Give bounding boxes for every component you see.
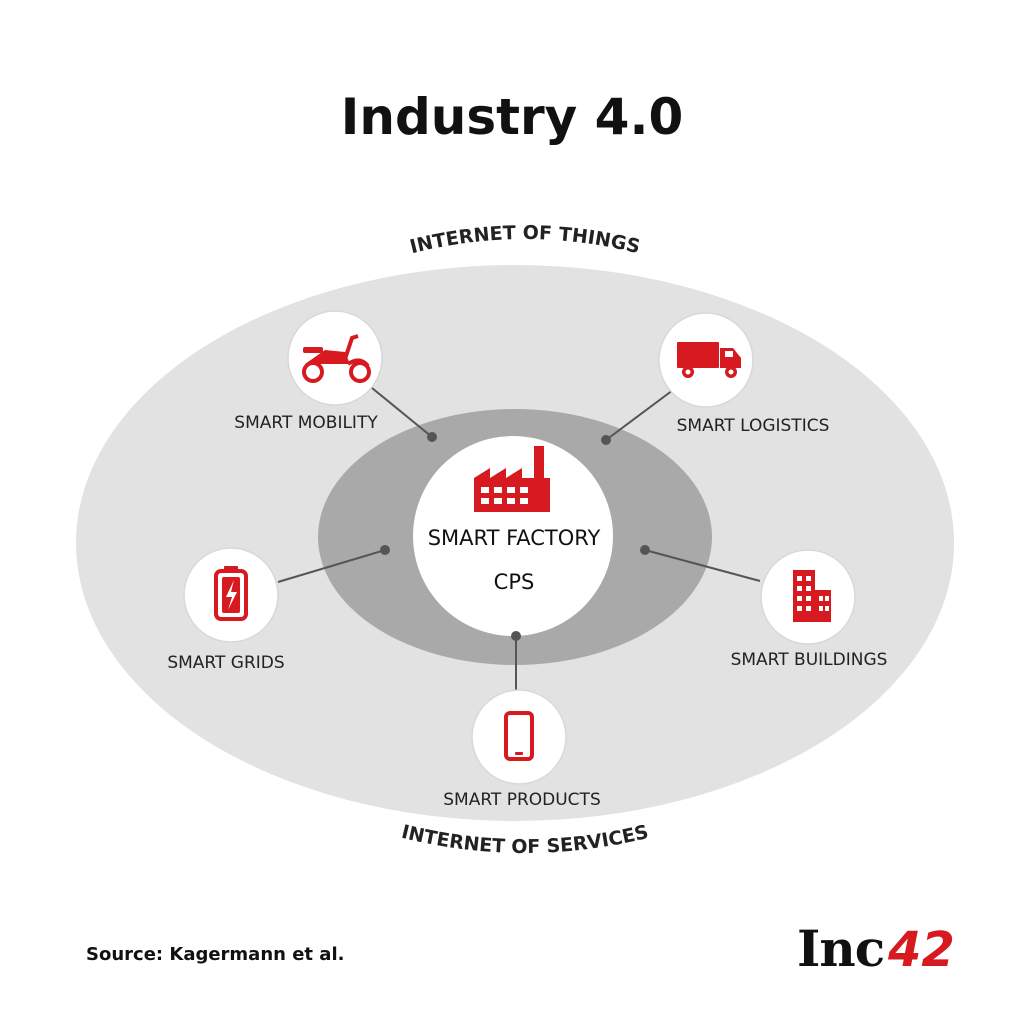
dot-mobility	[427, 432, 437, 442]
center-label-smart-factory: SMART FACTORY	[427, 526, 601, 550]
dot-buildings	[640, 545, 650, 555]
factory-icon	[474, 446, 550, 512]
dot-products	[511, 631, 521, 641]
internet-of-things-label: INTERNET OF THINGS	[408, 222, 643, 258]
connector-dots	[380, 432, 650, 641]
svg-text:42: 42	[887, 922, 955, 978]
label-smart-grids: SMART GRIDS	[167, 653, 285, 673]
inc42-logo: Inc 42	[797, 918, 955, 979]
connector-logistics	[605, 389, 674, 441]
connectors	[277, 387, 761, 690]
dot-logistics	[601, 435, 611, 445]
center-circle	[413, 436, 613, 636]
building-icon	[793, 570, 831, 622]
label-smart-mobility: SMART MOBILITY	[234, 413, 378, 433]
label-smart-logistics: SMART LOGISTICS	[676, 416, 830, 436]
connector-mobility	[371, 387, 433, 438]
logo-text: Inc	[797, 918, 885, 978]
phone-icon	[504, 711, 534, 761]
truck-icon	[677, 342, 741, 378]
label-smart-products: SMART PRODUCTS	[443, 790, 601, 810]
diagram-title: Industry 4.0	[340, 88, 684, 146]
dot-grids	[380, 545, 390, 555]
label-smart-buildings: SMART BUILDINGS	[730, 650, 888, 670]
logo-42-mark: 42	[887, 922, 955, 978]
connector-grids	[277, 549, 386, 583]
center-label-cps: CPS	[493, 570, 535, 594]
connector-buildings	[644, 549, 761, 582]
source-note: Source: Kagermann et al.	[86, 944, 345, 965]
scooter-icon	[302, 334, 371, 383]
internet-of-services-label: INTERNET OF SERVICES	[399, 821, 650, 858]
battery-icon	[214, 566, 248, 621]
